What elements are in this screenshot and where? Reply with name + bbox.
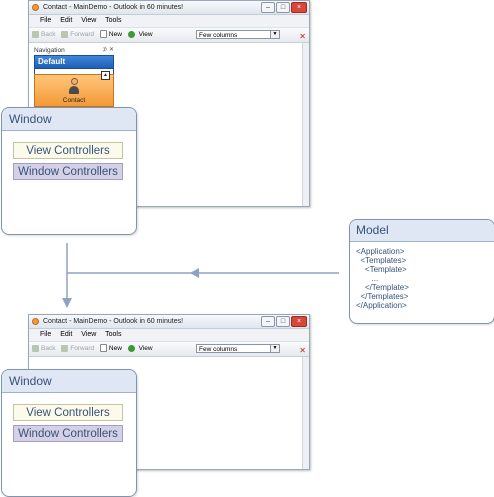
view-controllers: View Controllers [13,142,123,159]
menu-edit[interactable]: Edit [60,331,73,338]
model-box: Model <Application> <Templates> <Templat… [349,219,494,324]
menu-bar: File Edit View Tools [29,329,309,342]
window-box-title: Window [2,370,136,393]
navigation-group-separator [34,69,114,74]
minimize-button[interactable]: – [261,2,275,13]
navigation-header: Navigation ⊅ ✕ [34,46,114,55]
window-body [29,357,309,469]
toolbar: Back Forward New View Few columns ▼ ✕ [29,342,309,357]
model-line: </Templates> [356,292,409,301]
menu-tools[interactable]: Tools [105,17,122,24]
model-line: <Templates> [356,256,407,265]
new-document-icon [99,344,107,353]
chevron-down-icon: ▼ [270,345,279,352]
menu-view[interactable]: View [81,331,97,338]
app-icon [32,4,39,11]
menu-file[interactable]: File [40,331,52,338]
window-box-top: Window View Controllers Window Controlle… [1,107,137,235]
model-title: Model [350,220,494,242]
model-line: </Application> [356,301,407,310]
window-box-title: Window [2,108,136,131]
refresh-icon[interactable] [127,344,135,352]
nav-item-contact[interactable]: ▲ Contact [34,71,114,107]
pin-close-icon[interactable]: ⊅ ✕ [102,47,114,53]
view-select-value: Few columns [199,32,238,39]
new-button[interactable]: New [108,31,122,38]
model-line: </Template> [356,283,409,292]
close-view-icon[interactable]: ✕ [299,32,306,41]
forward-icon [61,344,69,352]
menu-view[interactable]: View [81,17,97,24]
model-code: <Application> <Templates> <Template> ...… [356,247,409,310]
scrollbar[interactable] [302,357,309,469]
navigation-title: Navigation [34,47,65,54]
navigation-panel: Navigation ⊅ ✕ Default ▲ Contact [34,46,114,107]
back-icon [32,30,39,38]
arrowhead-down [62,298,72,308]
navigation-group[interactable]: Default [34,55,114,69]
model-line: ... [356,274,379,283]
scrollbar[interactable] [302,43,309,206]
view-select-value: Few columns [199,346,238,353]
new-button[interactable]: New [108,345,122,352]
nav-item-label: Contact [62,97,86,104]
contact-icon [69,78,79,94]
forward-icon [61,30,69,38]
window-controllers: Window Controllers [13,163,123,180]
forward-button[interactable]: Forward [70,345,95,352]
new-document-icon [99,30,107,39]
collapse-icon[interactable]: ▲ [101,71,110,80]
arrowhead-left [190,268,199,278]
view-label: View [138,31,153,38]
view-select[interactable]: Few columns ▼ [196,344,280,353]
maximize-button[interactable]: □ [276,2,290,13]
model-line: <Application> [356,247,405,256]
title-bar: Contact - MainDemo - Outlook in 60 minut… [29,1,309,15]
close-view-icon[interactable]: ✕ [299,346,306,355]
close-button[interactable]: × [291,2,307,13]
window-title: Contact - MainDemo - Outlook in 60 minut… [43,318,184,325]
title-bar: Contact - MainDemo - Outlook in 60 minut… [29,315,309,329]
view-select[interactable]: Few columns ▼ [196,30,280,39]
view-label: View [138,345,153,352]
window-title: Contact - MainDemo - Outlook in 60 minut… [43,4,184,11]
menu-file[interactable]: File [40,17,52,24]
window-body: Navigation ⊅ ✕ Default ▲ Contact [29,43,309,206]
app-icon [32,318,39,325]
menu-tools[interactable]: Tools [105,331,122,338]
window-box-bottom: Window View Controllers Window Controlle… [1,369,137,497]
forward-button[interactable]: Forward [70,31,95,38]
menu-bar: File Edit View Tools [29,15,309,28]
close-button[interactable]: × [291,316,307,327]
back-button[interactable]: Back [41,345,56,352]
toolbar: Back Forward New View Few columns ▼ ✕ [29,28,309,43]
chevron-down-icon: ▼ [270,31,279,38]
back-icon [32,344,39,352]
maximize-button[interactable]: □ [276,316,290,327]
minimize-button[interactable]: – [261,316,275,327]
view-controllers: View Controllers [13,404,123,421]
refresh-icon[interactable] [127,30,135,38]
model-line: <Template> [356,265,407,274]
window-controllers: Window Controllers [13,425,123,442]
menu-edit[interactable]: Edit [60,17,73,24]
back-button[interactable]: Back [41,31,56,38]
